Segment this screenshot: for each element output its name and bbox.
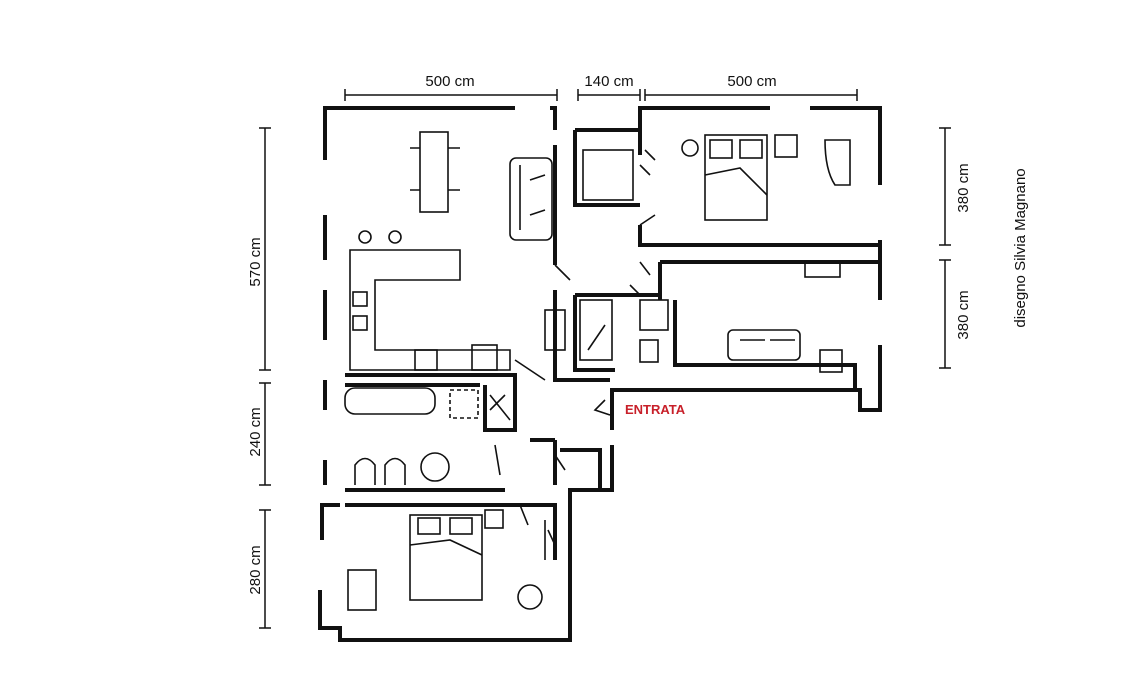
dim-top-2: 140 cm [584, 73, 633, 90]
bathroom-main [344, 387, 511, 485]
dim-top-1: 500 cm [425, 73, 474, 90]
kitchen-counter [349, 249, 511, 371]
dining-table [358, 131, 460, 244]
dim-left-3: 280 cm [247, 545, 264, 594]
credit: disegno Silvia Magnano [1012, 168, 1029, 327]
outer-walls [318, 106, 882, 642]
dim-left-2: 240 cm [247, 407, 264, 456]
sofa-room2 [727, 261, 843, 373]
bathroom-small [579, 299, 669, 363]
dim-right-1: 380 cm [955, 163, 972, 212]
interior-walls [345, 130, 880, 560]
dimension-lines [259, 89, 951, 629]
bed-master [582, 134, 851, 221]
bed-small [347, 509, 556, 611]
dim-left-1: 570 cm [247, 237, 264, 286]
sofa-living [509, 157, 566, 351]
entrance-label: ENTRATA [625, 402, 686, 417]
door-swings [494, 149, 656, 526]
dim-top-3: 500 cm [727, 73, 776, 90]
dim-right-2: 380 cm [955, 290, 972, 339]
